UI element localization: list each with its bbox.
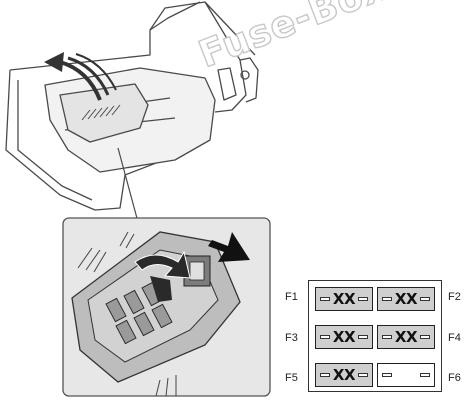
fuse-f3: XX <box>315 325 373 349</box>
detail-inset <box>62 217 271 397</box>
fuse-f5-value: XX <box>332 366 356 384</box>
fuse-f3-value: XX <box>332 328 356 346</box>
inner-cover <box>59 83 149 143</box>
fuse-f4: XX <box>377 325 435 349</box>
fuse-f2: XX <box>377 287 435 311</box>
fuse-label-f2: F2 <box>448 291 461 303</box>
fuse-f6 <box>377 363 435 387</box>
fuse-label-f4: F4 <box>448 332 461 344</box>
fuse-label-f5: F5 <box>285 372 298 384</box>
fuse-f5: XX <box>315 363 373 387</box>
fuse-panel: XX XX XX XX XX <box>308 280 442 392</box>
fuse-label-f6: F6 <box>448 372 461 384</box>
pointer-arrow-icon <box>208 232 250 262</box>
fuse-label-f3: F3 <box>285 332 298 344</box>
fuse-f1: XX <box>315 287 373 311</box>
rotate-cover-arrow-icon <box>134 250 191 279</box>
fuse-f1-value: XX <box>332 290 356 308</box>
fuse-f2-value: XX <box>394 290 418 308</box>
open-lid-arrow-icon <box>59 53 117 101</box>
fuse-f4-value: XX <box>394 328 418 346</box>
fuse-label-f1: F1 <box>285 291 298 303</box>
